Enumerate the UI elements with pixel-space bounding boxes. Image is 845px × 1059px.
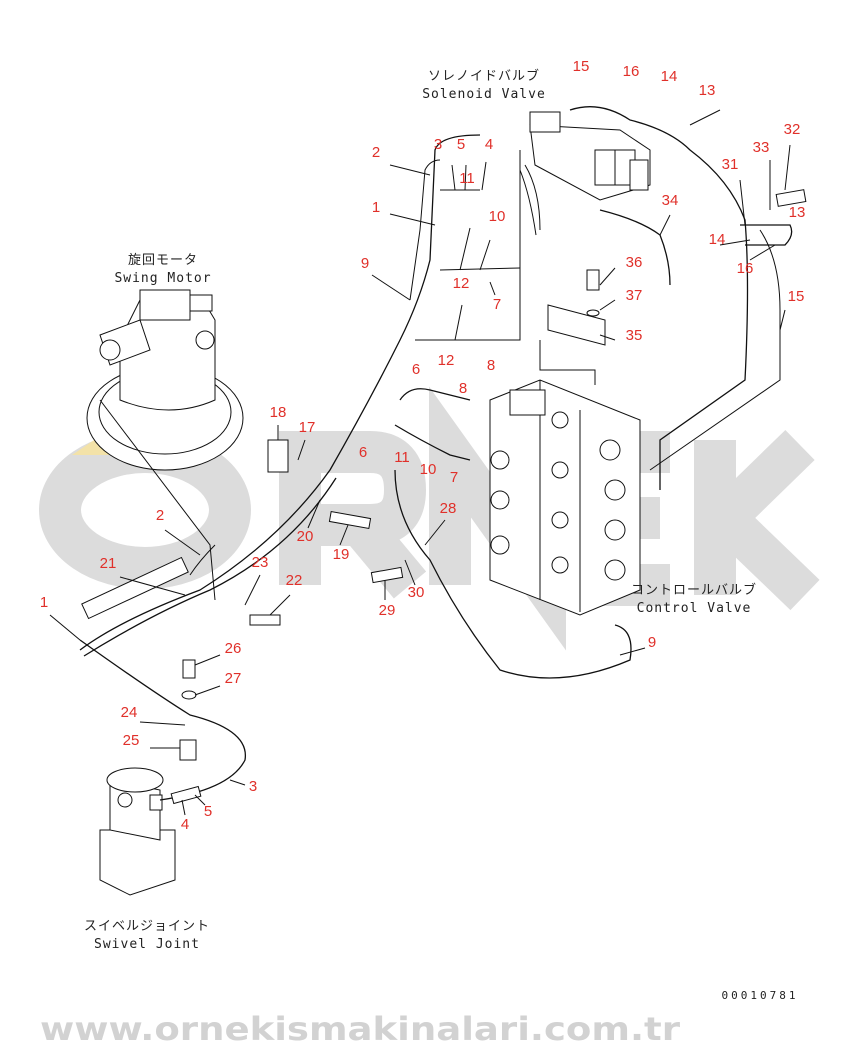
callout: 12 [453,275,470,292]
watermark: www.ornekismakinalari.com.tr [39,386,820,1048]
callout: 14 [661,68,678,85]
watermark-url: www.ornekismakinalari.com.tr [40,1010,680,1048]
callout: 2 [372,144,380,161]
callout: 4 [181,816,189,833]
callout: 33 [753,139,770,156]
callout: 27 [225,670,242,687]
swing-motor-label-en: Swing Motor [114,271,211,286]
callout: 37 [626,287,643,304]
callout: 28 [440,500,457,517]
callout: 11 [459,170,475,187]
callout: 8 [487,357,495,374]
callout: 3 [249,778,257,795]
callout: 23 [252,554,269,571]
swivel-joint-label-en: Swivel Joint [94,937,200,952]
callout: 16 [737,260,754,277]
callout: 6 [359,444,367,461]
swing-motor [86,289,244,471]
callout: 18 [270,404,287,421]
solenoid-valve [519,111,651,236]
swivel-joint [99,767,176,896]
callout: 9 [648,634,656,651]
callout: 10 [489,208,506,225]
callout: 22 [286,572,303,589]
callout: 26 [225,640,242,657]
callouts: 15 16 14 13 32 33 31 13 14 16 15 34 36 3… [40,58,806,833]
callout: 7 [493,296,501,313]
callout: 5 [204,803,212,820]
callout: 1 [372,199,380,216]
swivel-joint-label-jp: スイベルジョイント [84,919,210,934]
drawing-number: 00010781 [722,989,799,1002]
callout: 8 [459,380,467,397]
callout: 29 [379,602,396,619]
component-labels: ソレノイドバルブ Solenoid Valve 旋回モータ Swing Moto… [84,68,799,1002]
callout: 15 [788,288,805,305]
callout: 15 [573,58,590,75]
leader-lines [49,109,791,816]
callout: 20 [297,528,314,545]
control-valve [489,379,641,616]
callout: 2 [156,507,164,524]
callout: 10 [420,461,437,478]
callout: 17 [299,419,316,436]
callout: 21 [100,555,117,572]
hoses [79,106,807,805]
callout: 7 [450,469,458,486]
callout: 25 [123,732,140,749]
callout: 35 [626,327,643,344]
callout: 13 [789,204,806,221]
callout: 6 [412,361,420,378]
callout: 5 [457,136,465,153]
callout: 30 [408,584,425,601]
callout: 24 [121,704,138,721]
control-valve-label-jp: コントロールバルブ [631,582,757,598]
swing-motor-label-jp: 旋回モータ [128,253,198,268]
callout: 9 [361,255,369,272]
solenoid-label-jp: ソレノイドバルブ [428,68,540,84]
callout: 34 [662,192,679,209]
callout: 32 [784,121,801,138]
solenoid-label-en: Solenoid Valve [422,87,546,102]
callout: 12 [438,352,455,369]
callout: 13 [699,82,716,99]
callout: 19 [333,546,350,563]
callout: 31 [722,156,739,173]
callout: 36 [626,254,643,271]
callout: 3 [434,136,442,153]
callout: 11 [394,449,410,466]
callout: 16 [623,63,640,80]
control-valve-label-en: Control Valve [637,601,752,616]
callout: 4 [485,136,493,153]
callout: 1 [40,594,48,611]
callout: 14 [709,231,726,248]
